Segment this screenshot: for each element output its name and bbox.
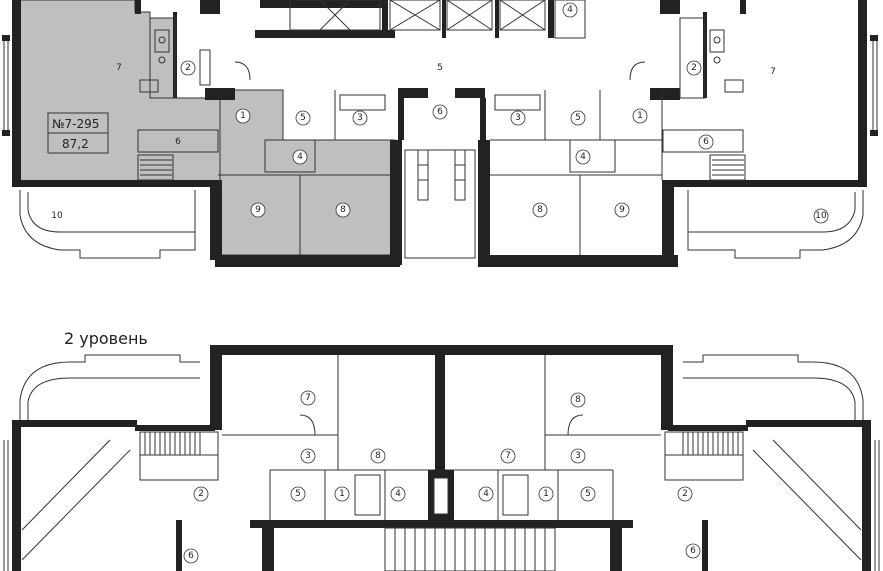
room-label-top-9-right: 9 [619, 205, 625, 215]
room-label-bottom-1-left: 1 [339, 489, 345, 499]
room-label-top-6-right: 6 [703, 137, 709, 147]
room-label-bottom-2-right: 2 [682, 489, 688, 499]
room-label-bottom-4-left: 4 [395, 489, 401, 499]
room-label-top-4-core: 4 [567, 5, 573, 15]
room-label-bottom-7-right: 7 [505, 451, 511, 461]
room-label-bottom-8-left: 8 [375, 451, 381, 461]
room-label-top-3-right: 3 [515, 113, 521, 123]
room-label-top-5-left: 5 [300, 113, 306, 123]
room-label-top-8-right: 8 [537, 205, 543, 215]
room-label-bottom-2-left: 2 [198, 489, 204, 499]
room-label-bottom-4-right: 4 [483, 489, 489, 499]
room-label-bottom-3-right: 3 [575, 451, 581, 461]
apartment-area: 87,2 [62, 137, 89, 151]
room-label-bottom-6-left: 6 [188, 551, 194, 561]
room-label-top-6-left: 6 [175, 137, 181, 147]
room-label-top-3-left: 3 [357, 113, 363, 123]
room-label-top-1-left: 1 [240, 111, 246, 121]
apartment-number: №7-295 [52, 117, 99, 131]
room-label-top-10-right: 10 [815, 211, 827, 221]
room-label-top-2-left: 2 [185, 63, 191, 73]
room-label-top-8-left: 8 [340, 205, 346, 215]
room-label-top-2-right: 2 [691, 63, 697, 73]
room-label-bottom-7-left: 7 [305, 393, 311, 403]
room-label-top-5-corridor: 5 [437, 63, 443, 73]
room-label-top-9-left: 9 [255, 205, 261, 215]
room-label-bottom-3-left: 3 [305, 451, 311, 461]
room-label-top-6-core: 6 [437, 107, 443, 117]
room-label-top-4-right: 4 [580, 152, 586, 162]
room-label-bottom-8-right: 8 [575, 395, 581, 405]
room-label-top-1-right: 1 [637, 111, 643, 121]
room-label-top-7-right: 7 [770, 67, 776, 77]
level-title: 2 уровень [64, 329, 148, 348]
room-label-bottom-5-right: 5 [585, 489, 591, 499]
room-label-top-5-right: 5 [575, 113, 581, 123]
room-label-top-4-left: 4 [297, 152, 303, 162]
room-label-bottom-6-right: 6 [690, 546, 696, 556]
room-label-bottom-1-right: 1 [543, 489, 549, 499]
room-label-top-10-left: 10 [51, 211, 63, 221]
room-label-top-7-left: 7 [116, 63, 122, 73]
room-label-bottom-5-left: 5 [295, 489, 301, 499]
